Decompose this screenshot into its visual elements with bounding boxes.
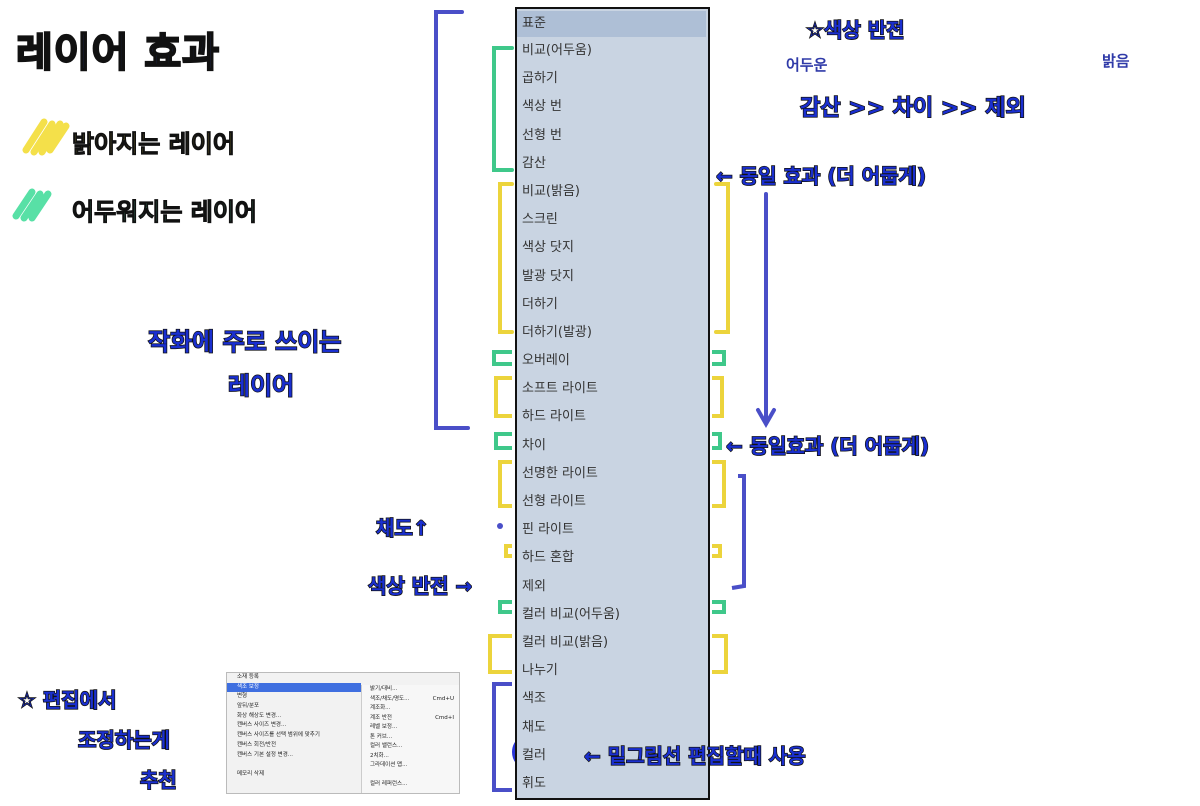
blend-mode-item[interactable]: 하드 라이트 xyxy=(522,409,586,425)
annotation-drawing-line1: 작화에 주로 쓰이는 xyxy=(147,327,342,357)
annotation-edit-line1: ☆ 편집에서 xyxy=(17,687,117,713)
blend-mode-item[interactable]: 감산 xyxy=(522,155,546,171)
annotation-edit-line3: 추천 xyxy=(139,767,177,793)
blend-mode-item[interactable]: 선명한 라이트 xyxy=(522,465,598,481)
blend-mode-item[interactable]: 핀 라이트 xyxy=(522,522,574,538)
blend-mode-item[interactable]: 색상 번 xyxy=(522,99,563,115)
blend-mode-item[interactable]: 곱하기 xyxy=(522,71,558,87)
edit-menu-item[interactable]: 캔버스 기본 설정 변경... xyxy=(237,751,294,758)
submenu-item[interactable]: 계조화... xyxy=(370,705,391,711)
shortcut-label: Cmd+I xyxy=(435,714,454,721)
legend-bright-label: 밝아지는 레이어 xyxy=(72,130,236,159)
edit-menu-item[interactable]: 앞뒤/분포 xyxy=(237,703,260,710)
edit-menu-item[interactable]: 색조 보정 xyxy=(227,682,361,693)
edit-menu-item[interactable]: 변형 xyxy=(237,693,248,700)
page-title: 레이어 효과 xyxy=(15,29,220,77)
submenu-item[interactable]: 밝기/대비... xyxy=(370,686,398,692)
blend-mode-item[interactable]: 더하기(발광) xyxy=(522,324,592,340)
legend-dark-swatch xyxy=(12,188,52,222)
annotation-saturation: 채도↑ xyxy=(375,515,430,541)
blend-mode-item[interactable]: 비교(밝음) xyxy=(522,183,580,199)
annotation-chain: 감산 >> 차이 >> 제외 xyxy=(799,95,1026,122)
edit-menu-item[interactable]: 화상 해상도 변경... xyxy=(237,712,282,719)
submenu-item[interactable]: 그라데이션 맵... xyxy=(370,762,408,768)
annotation-drawing-line2: 레이어 xyxy=(227,371,295,401)
submenu-item[interactable]: 색조/채도/명도...Cmd+U xyxy=(362,695,459,705)
blend-mode-item[interactable]: 소프트 라이트 xyxy=(522,381,598,397)
blend-mode-item[interactable]: 컬러 xyxy=(522,747,546,763)
blend-mode-item[interactable]: 더하기 xyxy=(522,296,558,312)
submenu-item[interactable]: 컬러 레퍼런스... xyxy=(370,781,408,787)
bracket-lighten-group-right xyxy=(714,182,730,334)
edit-menu-item[interactable]: 캔버스 사이즈를 선택 범위에 맞추기 xyxy=(237,732,320,739)
bracket-darken-group xyxy=(492,46,514,172)
bracket-drawing-layers xyxy=(434,10,470,430)
submenu-item[interactable]: 레벨 보정... xyxy=(370,724,398,730)
legend-dark-label: 어두워지는 레이어 xyxy=(72,198,258,227)
blend-mode-item[interactable]: 스크린 xyxy=(522,212,558,228)
bracket-lighten-group-left xyxy=(498,182,514,334)
annotation-edit-line2: 조정하는게 xyxy=(77,727,171,753)
blend-mode-item[interactable]: 색상 닷지 xyxy=(522,240,574,256)
submenu-item[interactable] xyxy=(362,771,459,781)
blend-mode-item[interactable]: 컬러 비교(어두움) xyxy=(522,606,620,622)
blend-mode-item[interactable]: 색조 xyxy=(522,691,546,707)
edit-menu-item[interactable]: 캔버스 사이즈 변경... xyxy=(237,722,287,729)
edit-menu-item[interactable]: 캔버스 회전/반전 xyxy=(237,741,277,748)
submenu-item[interactable]: 톤 커브... xyxy=(370,733,393,740)
blend-mode-item[interactable]: 선형 라이트 xyxy=(522,494,586,509)
blend-mode-item[interactable]: 하드 혼합 xyxy=(522,550,574,566)
bracket-hsl-modes xyxy=(492,682,512,792)
annotation-dark-label: 어두운 xyxy=(786,56,828,74)
annotation-color-invert-arrow: 색상 반전 → xyxy=(367,573,473,599)
shortcut-label: Cmd+U xyxy=(432,695,454,702)
annotation-bright-label: 밝음 xyxy=(1102,52,1130,70)
blend-mode-item[interactable]: 발광 닷지 xyxy=(522,268,574,284)
annotation-same-effect-2: ← 동일효과 (더 어둡게) xyxy=(725,433,930,459)
legend-bright-swatch xyxy=(22,118,70,156)
annotation-line-fill: ← 밑그림선 편집할때 사용 xyxy=(583,743,806,769)
blend-mode-item[interactable]: 채도 xyxy=(522,719,546,735)
blend-mode-item[interactable]: 비교(어두움) xyxy=(522,43,592,58)
submenu-item[interactable]: 컬러 밸런스... xyxy=(370,743,403,749)
annotation-color-invert-title: ☆색상 반전 xyxy=(805,17,905,43)
blend-mode-item[interactable]: 제외 xyxy=(522,578,546,594)
edit-menu-item[interactable] xyxy=(227,760,361,770)
blend-mode-item[interactable]: 휘도 xyxy=(522,775,546,791)
blend-mode-item[interactable]: 차이 xyxy=(522,437,546,453)
blend-mode-item[interactable]: 오버레이 xyxy=(522,353,570,369)
submenu-item[interactable]: 2치화... xyxy=(370,752,389,759)
edit-menu-item[interactable]: 소재 등록 xyxy=(237,674,259,680)
blend-mode-item[interactable]: 나누기 xyxy=(522,663,558,679)
edit-menu-item[interactable]: 메모리 삭제 xyxy=(237,770,265,777)
annotation-same-effect-1: ← 동일 효과 (더 어둡게) xyxy=(715,163,927,189)
blend-mode-item[interactable]: 선형 번 xyxy=(522,127,563,143)
arrow-subtract-to-difference xyxy=(756,192,776,429)
blend-mode-item[interactable]: 컬러 비교(밝음) xyxy=(522,634,609,650)
blend-mode-item[interactable]: 표준 xyxy=(517,11,706,37)
